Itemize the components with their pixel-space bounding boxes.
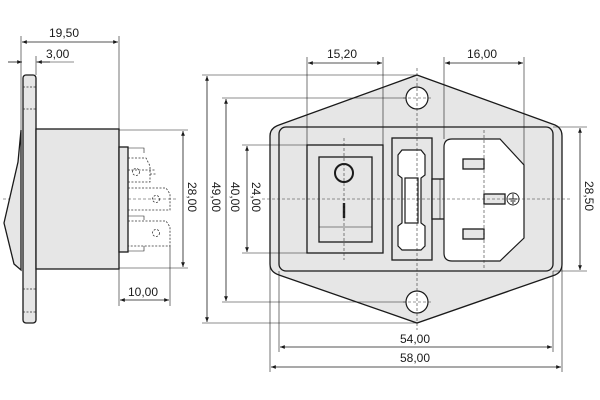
dim-flange-width: 58,00 — [400, 351, 430, 365]
dim-terminal-length: 10,00 — [128, 285, 158, 299]
dim-body-height: 28,00 — [185, 182, 199, 212]
side-view: 19,50 3,00 28,00 10,00 — [3, 26, 199, 324]
dim-flange-height: 49,00 — [209, 182, 223, 212]
body-side — [35, 128, 120, 270]
switch-rocker[interactable] — [318, 156, 373, 243]
front-view: 15,20 16,00 28,50 24,00 40,00 49,00 54,0… — [202, 47, 596, 372]
live-pin — [462, 158, 485, 170]
connector-plate — [118, 146, 129, 253]
rocker-profile — [3, 129, 22, 272]
neutral-pin — [462, 228, 485, 240]
terminals — [128, 147, 171, 252]
fuse-glass — [404, 177, 419, 224]
dim-hole-spacing: 40,00 — [228, 182, 242, 212]
flange-side — [22, 74, 37, 324]
dim-socket-width: 16,00 — [467, 47, 497, 61]
dim-switch-height: 24,00 — [249, 182, 263, 212]
rocker-switch[interactable] — [306, 144, 384, 254]
dim-switch-width: 15,20 — [327, 47, 357, 61]
dim-inner-height: 28,50 — [582, 181, 596, 211]
dim-flange-thickness: 3,00 — [46, 47, 70, 61]
dim-inner-width: 54,00 — [400, 332, 430, 346]
dim-overall-depth: 19,50 — [49, 26, 79, 40]
